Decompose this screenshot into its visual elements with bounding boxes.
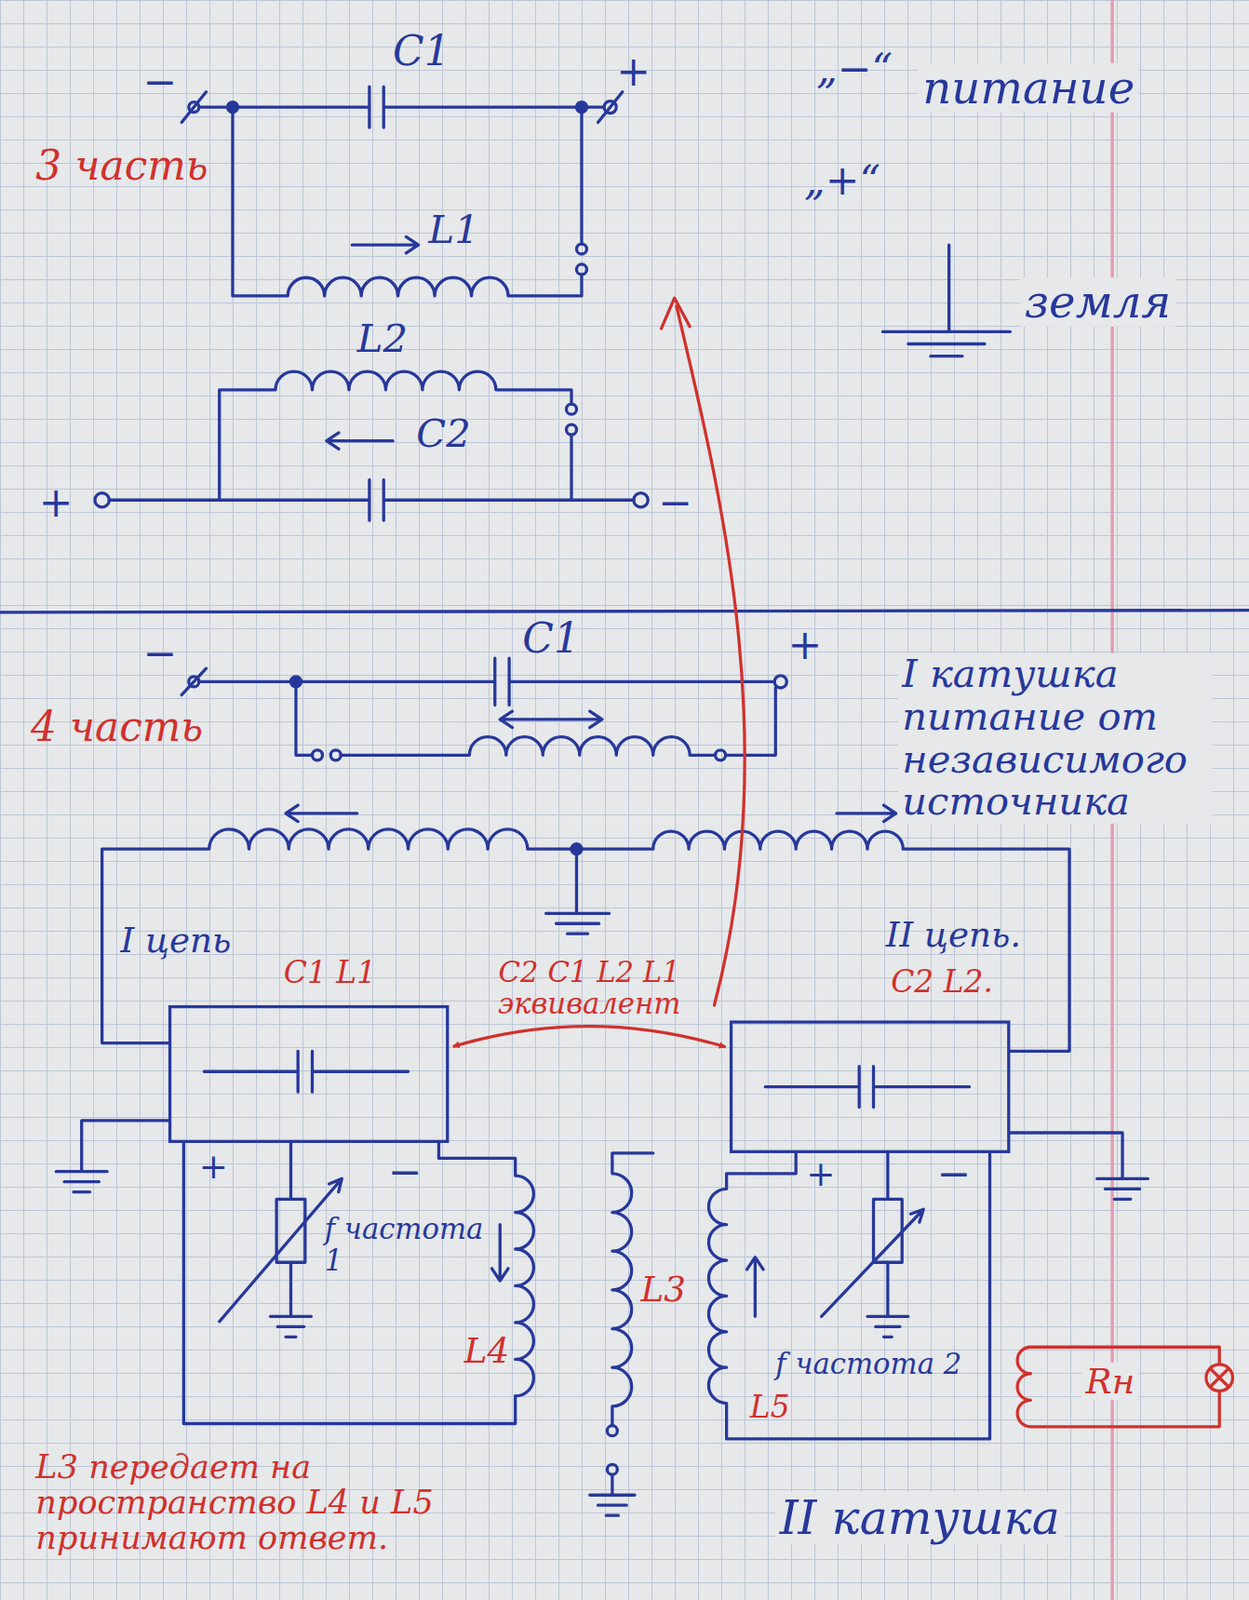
circuit-label: − <box>388 1149 423 1195</box>
ground-symbol <box>882 244 1010 357</box>
circuit-label: C1 <box>392 28 450 74</box>
circuit-box: II цепь.C2 L2. <box>729 1020 1011 1154</box>
circuit-label: „−“ <box>816 45 893 91</box>
circuit-label: f частота 1 <box>324 1214 494 1278</box>
circuit-label: f частота 2 <box>775 1348 962 1381</box>
separator-line <box>0 610 1249 613</box>
circuit-label: + <box>199 1147 229 1186</box>
circuit-label: II катушка <box>775 1491 1064 1544</box>
circuit-label: + <box>787 622 822 668</box>
circuit-label: + <box>805 1154 835 1194</box>
circuit-label: L3 <box>641 1270 686 1309</box>
edge-label: C2 C1 L2 L1 эквивалент <box>487 956 692 1021</box>
circuit-label: + <box>39 479 74 524</box>
circuit-label: − <box>937 1151 972 1196</box>
circuit-label: + <box>616 49 651 95</box>
circuit-label: питание <box>918 63 1140 113</box>
circuit-label: L4 <box>464 1331 510 1370</box>
circuit-label: земля <box>1020 277 1175 327</box>
circuit-box: I цепьC1 L1 <box>168 1005 450 1143</box>
box-heading: II цепь. <box>886 916 1022 955</box>
circuit-label: 4 часть <box>30 704 203 750</box>
circuit-label: L3 передает на пространство L4 и L5 прин… <box>35 1449 464 1558</box>
equivalence-arrow <box>453 1026 726 1048</box>
box-heading: C2 L2. <box>890 964 994 998</box>
circuit-label: − <box>658 479 693 524</box>
circuit-label: I катушка питание от независимого источн… <box>898 653 1213 824</box>
circuit-label: − <box>142 59 177 105</box>
box-heading: I цепь <box>120 921 231 960</box>
circuit-label: Rн <box>1081 1362 1139 1401</box>
circuit-label: L2 <box>357 318 408 362</box>
circuit-label: L1 <box>428 209 479 253</box>
red-annotations <box>660 297 1233 1427</box>
circuit-label: „+“ <box>804 158 881 203</box>
circuit-label: C2 <box>416 413 471 457</box>
circuit-label: C1 <box>522 615 579 660</box>
box-heading: C1 L1 <box>283 954 377 989</box>
circuit-label: L5 <box>750 1389 791 1424</box>
circuit-label: 3 часть <box>35 142 208 188</box>
circuit-label: − <box>142 631 177 676</box>
